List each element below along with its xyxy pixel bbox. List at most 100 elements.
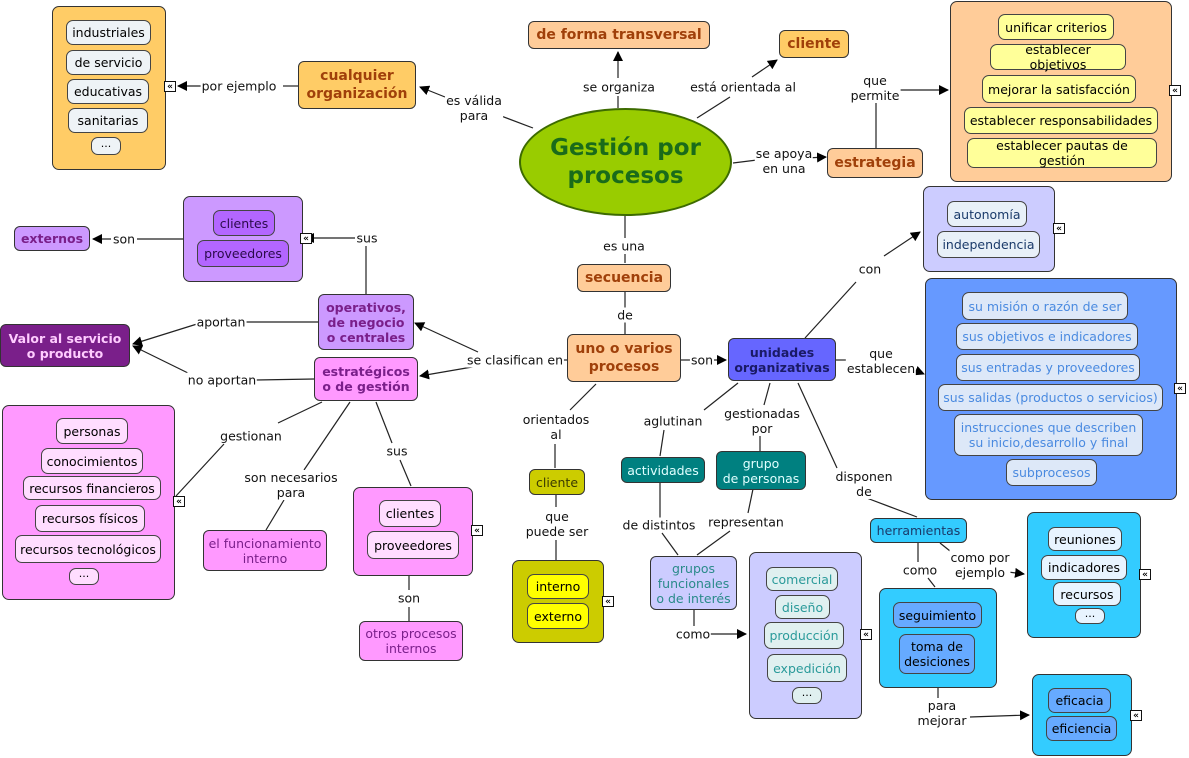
resource-tecnologicos: recursos tecnológicos (15, 535, 161, 563)
tool-example-more[interactable]: ··· (1075, 608, 1105, 624)
resource-fisicos: recursos físicos (35, 505, 145, 532)
expand-tools-examples-icon[interactable]: « (1139, 569, 1151, 580)
node-cliente-mid[interactable]: cliente (529, 469, 585, 495)
link-label-de-distintos: de distintos (621, 517, 697, 533)
node-actividades[interactable]: actividades (621, 457, 705, 483)
client-type-externo: externo (527, 603, 589, 629)
node-operativos[interactable]: operativos, de negocio o centrales (318, 294, 414, 350)
node-funcionamiento-interno[interactable]: el funcionamiento interno (203, 530, 327, 571)
link-label-se-clasifican-en: se clasifican en (465, 352, 565, 368)
benefit-establecer-pautas: establecer pautas de gestión (967, 138, 1157, 168)
client-type-interno: interno (527, 574, 589, 599)
benefit-establecer-responsabilidades: establecer responsabilidades (964, 107, 1158, 134)
autonomy-item-independencia: independencia (937, 231, 1040, 258)
node-cualquier-organizacion[interactable]: cualquier organización (298, 61, 416, 109)
area-produccion: producción (764, 622, 844, 649)
expand-improvement-icon[interactable]: « (1130, 710, 1142, 721)
strategic-item-proveedores: proveedores (367, 531, 459, 559)
expand-establish-icon[interactable]: « (1174, 383, 1186, 394)
link-label-son-otros: son (396, 590, 422, 606)
link-label-para-mejorar: para mejorar (916, 698, 968, 728)
node-uno-o-varios-procesos[interactable]: uno o varios procesos (567, 334, 681, 382)
link-label-representan: representan (707, 514, 785, 530)
org-example-educativas: educativas (67, 79, 149, 104)
expand-resources-icon[interactable]: « (173, 496, 185, 507)
tool-example-recursos: recursos (1053, 582, 1121, 606)
expand-strategic-clients-icon[interactable]: « (471, 525, 483, 536)
resource-more[interactable]: ··· (69, 568, 99, 585)
node-grupo-de-personas[interactable]: grupo de personas (716, 451, 806, 490)
establish-item-salidas: sus salidas (productos o servicios) (938, 384, 1163, 411)
establish-item-instrucciones: instrucciones que describen su inicio,de… (954, 414, 1143, 456)
link-label-es-valida-para: es válida para (445, 93, 503, 123)
resource-personas: personas (56, 418, 128, 444)
node-de-forma-transversal[interactable]: de forma transversal (528, 21, 710, 49)
operational-item-clientes: clientes (213, 210, 275, 236)
expand-areas-icon[interactable]: « (860, 629, 872, 640)
expand-organizations-icon[interactable]: « (164, 81, 176, 92)
autonomy-group[interactable] (923, 186, 1055, 272)
expand-client-types-icon[interactable]: « (602, 596, 614, 607)
node-secuencia[interactable]: secuencia (577, 264, 671, 292)
node-estrategia[interactable]: estrategia (827, 148, 923, 178)
improvement-eficiencia: eficiencia (1046, 716, 1117, 741)
link-label-aportan: aportan (195, 314, 247, 330)
expand-operational-clients-icon[interactable]: « (300, 233, 312, 244)
link-label-como-areas: como (674, 626, 712, 642)
link-label-es-una: es una (602, 238, 646, 254)
link-label-que-permite: que permite (849, 73, 901, 103)
area-comercial: comercial (766, 567, 838, 591)
link-label-que-puede-ser: que puede ser (524, 509, 590, 539)
link-label-como-por-ejemplo: como por ejemplo (949, 550, 1011, 580)
org-example-sanitarias: sanitarias (68, 108, 148, 133)
tool-use-seguimiento: seguimiento (893, 602, 982, 628)
node-cliente-top[interactable]: cliente (779, 30, 849, 58)
benefit-mejorar-satisfaccion: mejorar la satisfacción (982, 75, 1136, 103)
establish-item-entradas: sus entradas y proveedores (956, 354, 1140, 381)
node-grupos-funcionales[interactable]: grupos funcionales o de interés (650, 556, 737, 610)
node-valor-al-servicio[interactable]: Valor al servicio o producto (0, 324, 130, 367)
node-otros-procesos-internos[interactable]: otros procesos internos (359, 621, 463, 661)
main-concept-gestion-por-procesos[interactable]: Gestión por procesos (519, 108, 732, 216)
node-externos[interactable]: externos (14, 226, 90, 251)
link-label-no-aportan: no aportan (186, 372, 258, 388)
client-types-group[interactable] (512, 560, 604, 643)
link-label-orientados-al: orientados al (521, 412, 591, 442)
link-label-son-externos: son (111, 231, 137, 247)
expand-autonomy-icon[interactable]: « (1053, 223, 1065, 234)
strategic-item-clientes: clientes (379, 500, 441, 527)
link-label-aglutinan: aglutinan (642, 413, 704, 429)
expand-strategy-icon[interactable]: « (1169, 85, 1181, 96)
improvement-group[interactable] (1032, 674, 1132, 756)
operational-item-proveedores: proveedores (197, 240, 289, 267)
link-label-sus-top: sus (355, 230, 379, 246)
establish-item-mision: su misión o razón de ser (962, 292, 1128, 320)
node-unidades-organizativas[interactable]: unidades organizativas (728, 338, 836, 381)
operational-clients-group[interactable] (183, 196, 303, 282)
resource-conocimientos: conocimientos (41, 448, 143, 474)
tool-example-reuniones: reuniones (1048, 527, 1122, 551)
org-example-more[interactable]: ··· (91, 137, 121, 155)
benefit-establecer-objetivos: establecer objetivos (990, 42, 1126, 72)
link-label-que-establecen: que establecen (845, 346, 917, 376)
establish-item-objetivos: sus objetivos e indicadores (956, 323, 1138, 350)
link-label-por-ejemplo: por ejemplo (200, 78, 278, 94)
improvement-eficacia: eficacia (1048, 688, 1111, 713)
org-example-industriales: industriales (66, 20, 151, 45)
resource-financieros: recursos financieros (23, 476, 161, 500)
link-label-como-herramientas: como (901, 562, 939, 578)
link-label-gestionan: gestionan (219, 428, 283, 444)
node-estrategicos[interactable]: estratégicos o de gestión (314, 357, 418, 401)
benefit-unificar-criterios: unificar criterios (998, 14, 1114, 40)
link-label-son-necesarios: son necesarios para (243, 470, 339, 500)
link-label-disponen-de: disponen de (834, 469, 894, 499)
link-label-con: con (857, 261, 883, 277)
link-label-se-apoya: se apoya en una (754, 146, 814, 176)
link-label-son-unidades: son (689, 352, 715, 368)
link-label-esta-orientada-al: está orientada al (689, 79, 797, 95)
tool-use-toma-de-desiciones: toma de desiciones (899, 634, 975, 674)
link-label-se-organiza: se organiza (582, 79, 656, 95)
node-herramientas[interactable]: herramientas (870, 518, 967, 543)
area-more[interactable]: ··· (792, 687, 822, 704)
link-label-de: de (616, 307, 634, 323)
